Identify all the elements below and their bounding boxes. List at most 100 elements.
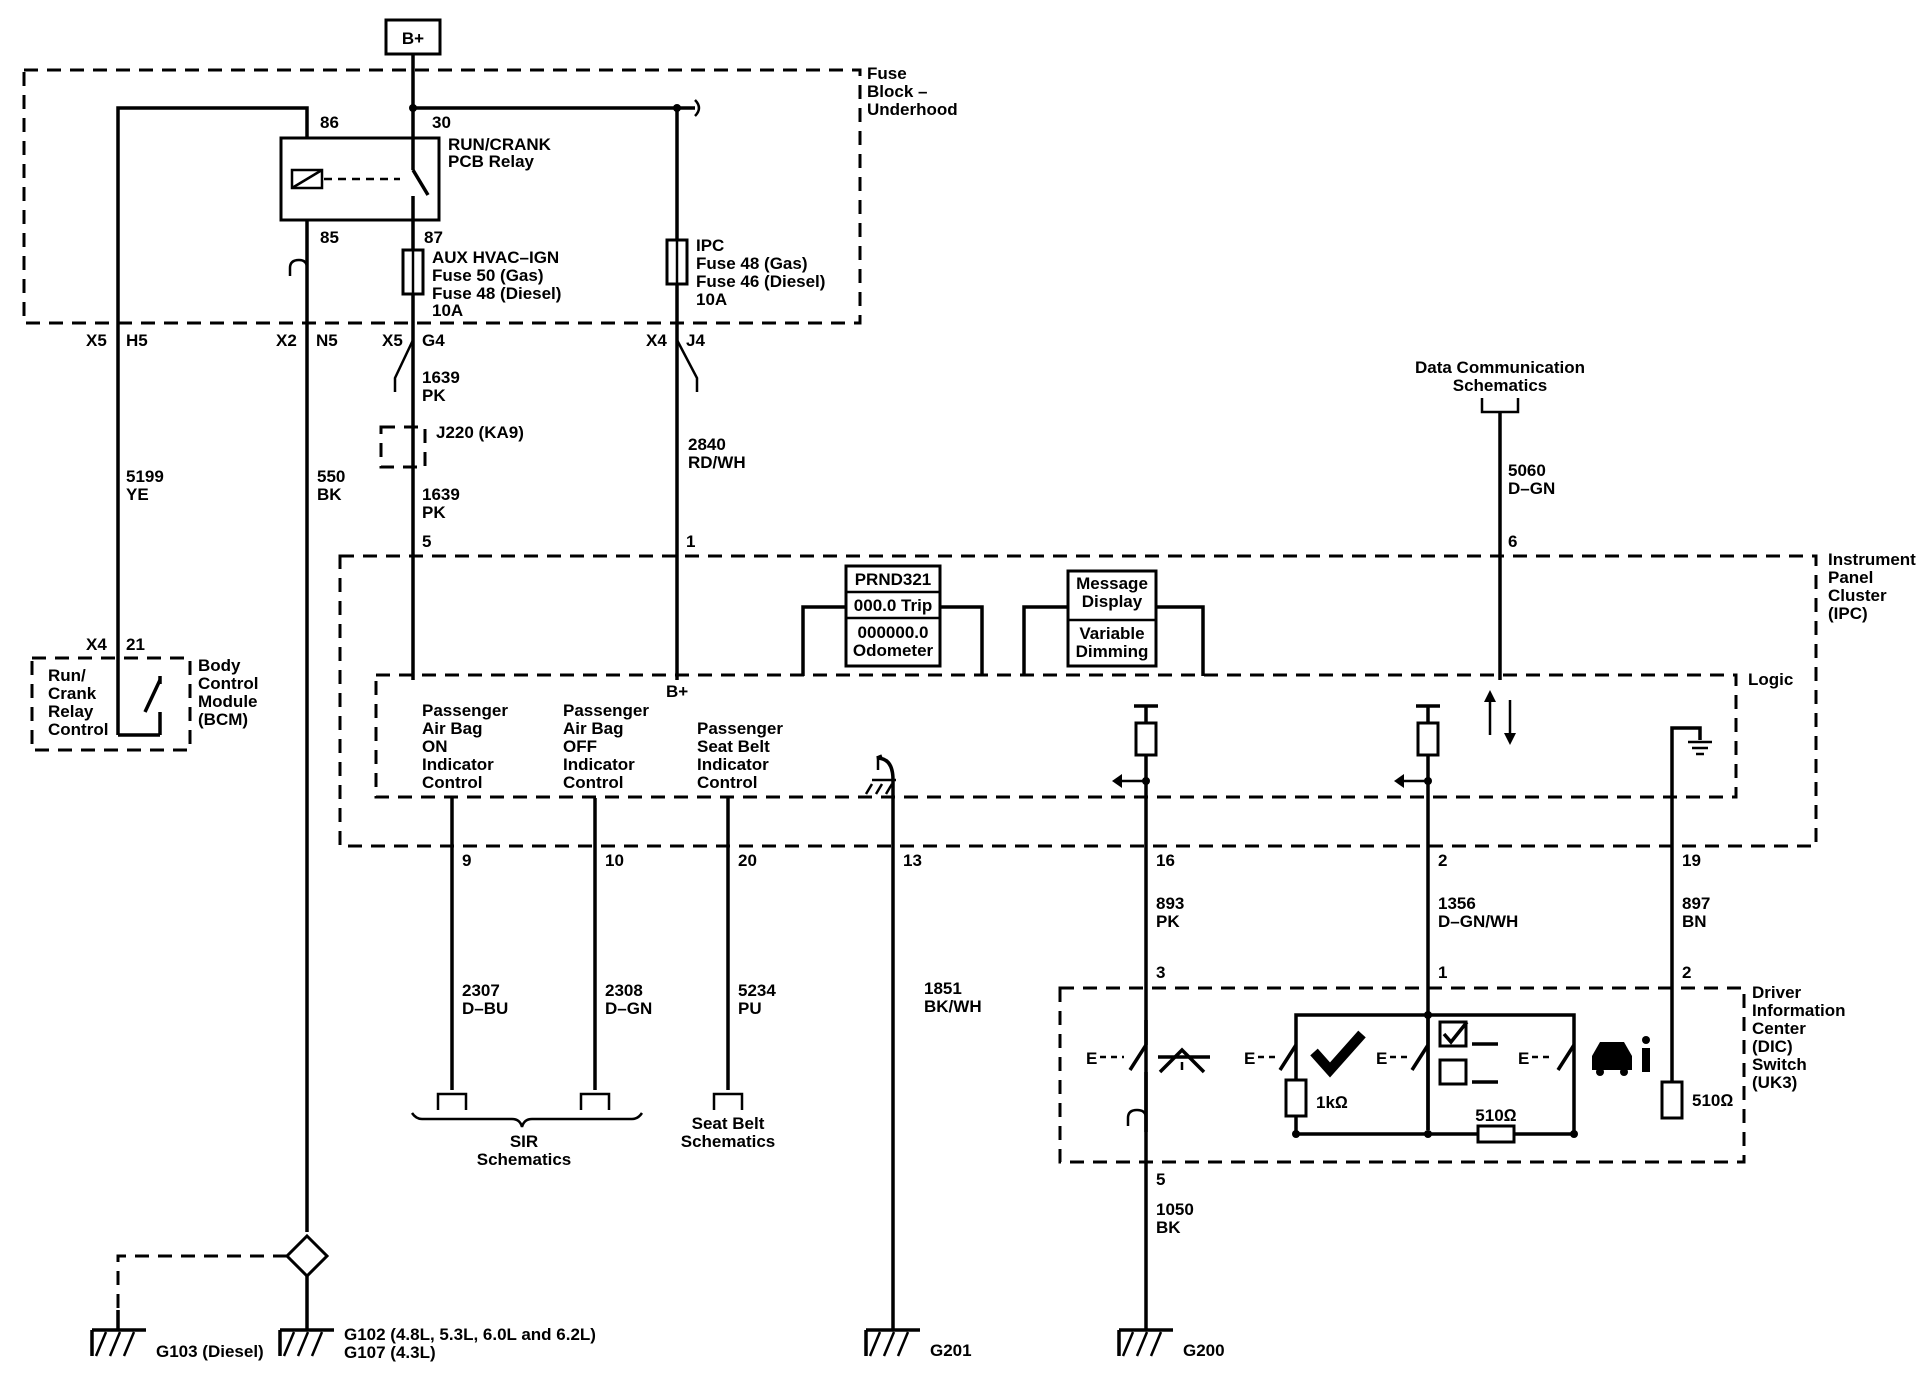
conn-x2: X2 — [276, 331, 297, 350]
instrument-panel-cluster: Instrument Panel Cluster (IPC) Logic B+ … — [338, 550, 1916, 1232]
display-dimming-1: Variable — [1079, 624, 1144, 643]
wire-1050-number: 1050 — [1156, 1200, 1194, 1219]
ipc-pin-19: 19 — [1682, 851, 1701, 870]
control-airbag-off: Passenger Air Bag OFF Indicator Control — [563, 701, 649, 792]
svg-text:Indicator: Indicator — [697, 755, 769, 774]
logic-ground-19 — [1670, 726, 1712, 1098]
fuse-block-label-3: Underhood — [867, 100, 958, 119]
pin-j4: J4 — [686, 331, 705, 350]
bcm-label-4: (BCM) — [198, 710, 248, 729]
fuse-aux-3: Fuse 48 (Diesel) — [432, 284, 561, 303]
bplus-label: B+ — [402, 29, 424, 48]
grounds: G103 (Diesel) G102 (4.8L, 5.3L, 6.0L and… — [90, 1232, 1225, 1362]
relay-pin-87: 87 — [424, 228, 443, 247]
ipc-pin-6: 6 — [1508, 532, 1517, 551]
wire-1851-color: BK/WH — [924, 997, 982, 1016]
conn-x4: X4 — [646, 331, 667, 350]
relay-pin-85: 85 — [320, 228, 339, 247]
seat-schematics-2: Schematics — [681, 1132, 776, 1151]
dic-label-6: (UK3) — [1752, 1073, 1797, 1092]
ground-g107: G107 (4.3L) — [344, 1343, 436, 1362]
bcm-conn-x4: X4 — [86, 635, 107, 654]
resistor-510b: 510Ω — [1692, 1091, 1733, 1110]
display-odo-value: 000000.0 — [858, 623, 929, 642]
dic-e-3: E — [1376, 1049, 1387, 1068]
svg-text:Control: Control — [563, 773, 623, 792]
ipc-label-3: Cluster — [1828, 586, 1887, 605]
ipc-display-prnd: PRND321 000.0 Trip 000000.0 Odometer — [801, 564, 984, 676]
fuse-ipc-4: 10A — [696, 290, 727, 309]
wires-below-ipc: 2307 D–BU 2308 D–GN 5234 PU 1851 BK/WH 8… — [410, 894, 1710, 1169]
dic-e-4: E — [1518, 1049, 1529, 1068]
ipc-bplus-label: B+ — [666, 682, 688, 701]
bcm-label-1: Body — [198, 656, 241, 675]
ground-g102-icon — [278, 1328, 334, 1357]
ipc-pin-9: 9 — [462, 851, 471, 870]
svg-text:Air Bag: Air Bag — [563, 719, 623, 738]
ground-g201: G201 — [930, 1341, 972, 1360]
wire-1639b-color: PK — [422, 503, 446, 522]
bcm-control-1: Run/ — [48, 666, 86, 685]
ipc-pin-13: 13 — [903, 851, 922, 870]
svg-text:Seat Belt: Seat Belt — [697, 737, 770, 756]
relay-name-2: PCB Relay — [448, 152, 535, 171]
sir-schematics-1: SIR — [510, 1132, 538, 1151]
ipc-pin-1: 1 — [686, 532, 695, 551]
svg-text:Indicator: Indicator — [563, 755, 635, 774]
wire-2308-number: 2308 — [605, 981, 643, 1000]
dic-label-3: Center — [1752, 1019, 1806, 1038]
ipc-pin-2: 2 — [1438, 851, 1447, 870]
svg-text:Control: Control — [422, 773, 482, 792]
wire-893-color: PK — [1156, 912, 1180, 931]
bcm-control-4: Control — [48, 720, 108, 739]
dic-label-5: Switch — [1752, 1055, 1807, 1074]
ground-g103-icon — [90, 1310, 146, 1357]
data-comm-label-1: Data Communication — [1415, 358, 1585, 377]
resistor-510a: 510Ω — [1475, 1106, 1516, 1125]
wire-550-number: 550 — [317, 467, 345, 486]
display-trip: 000.0 Trip — [854, 596, 932, 615]
svg-text:OFF: OFF — [563, 737, 597, 756]
conn-x5-g4: X5 — [382, 331, 403, 350]
bcm-control-2: Crank — [48, 684, 97, 703]
wire-5060-color: D–GN — [1508, 479, 1555, 498]
display-prnd: PRND321 — [855, 570, 932, 589]
vehicle-info-icon — [1592, 1036, 1650, 1076]
bplus-source: B+ — [384, 18, 442, 108]
relay-pin-86: 86 — [320, 113, 339, 132]
fuse-block-label-2: Block – — [867, 82, 927, 101]
fuse-block-label-1: Fuse — [867, 64, 907, 83]
bcm-control-3: Relay — [48, 702, 94, 721]
dic-pin-3: 3 — [1156, 963, 1165, 982]
wire-1356-number: 1356 — [1438, 894, 1476, 913]
wire-1851-number: 1851 — [924, 979, 962, 998]
ipc-display-message: Message Display Variable Dimming — [1022, 569, 1205, 676]
ipc-logic-label: Logic — [1748, 670, 1793, 689]
wire-1050-color: BK — [1156, 1218, 1181, 1237]
ground-g102: G102 (4.8L, 5.3L, 6.0L and 6.2L) — [344, 1325, 596, 1344]
ipc-label-2: Panel — [1828, 568, 1873, 587]
fuse-aux-1: AUX HVAC–IGN — [432, 248, 559, 267]
display-message-1: Message — [1076, 574, 1148, 593]
wire-897-number: 897 — [1682, 894, 1710, 913]
bcm-pin-21: 21 — [126, 635, 145, 654]
pin-h5: H5 — [126, 331, 148, 350]
wire-2308-color: D–GN — [605, 999, 652, 1018]
ipc-input-16 — [1112, 704, 1158, 1132]
wire-550: 550 BK — [305, 330, 345, 1232]
ipc-pin-16: 16 — [1156, 851, 1175, 870]
wire-893-number: 893 — [1156, 894, 1184, 913]
wire-2307-number: 2307 — [462, 981, 500, 1000]
seat-schematics-1: Seat Belt — [692, 1114, 765, 1133]
dic-e-1: E — [1086, 1049, 1097, 1068]
ground-g200: G200 — [1183, 1341, 1225, 1360]
svg-text:Passenger: Passenger — [697, 719, 783, 738]
fuse-aux-4: 10A — [432, 301, 463, 320]
splice-j220: J220 (KA9) — [436, 423, 524, 442]
svg-text:ON: ON — [422, 737, 448, 756]
ground-g200-icon — [1117, 1232, 1173, 1357]
fuse-ipc-3: Fuse 46 (Diesel) — [696, 272, 825, 291]
wire-2840-color: RD/WH — [688, 453, 746, 472]
bcm-label-3: Module — [198, 692, 258, 711]
fuse-ipc-1: IPC — [696, 236, 724, 255]
